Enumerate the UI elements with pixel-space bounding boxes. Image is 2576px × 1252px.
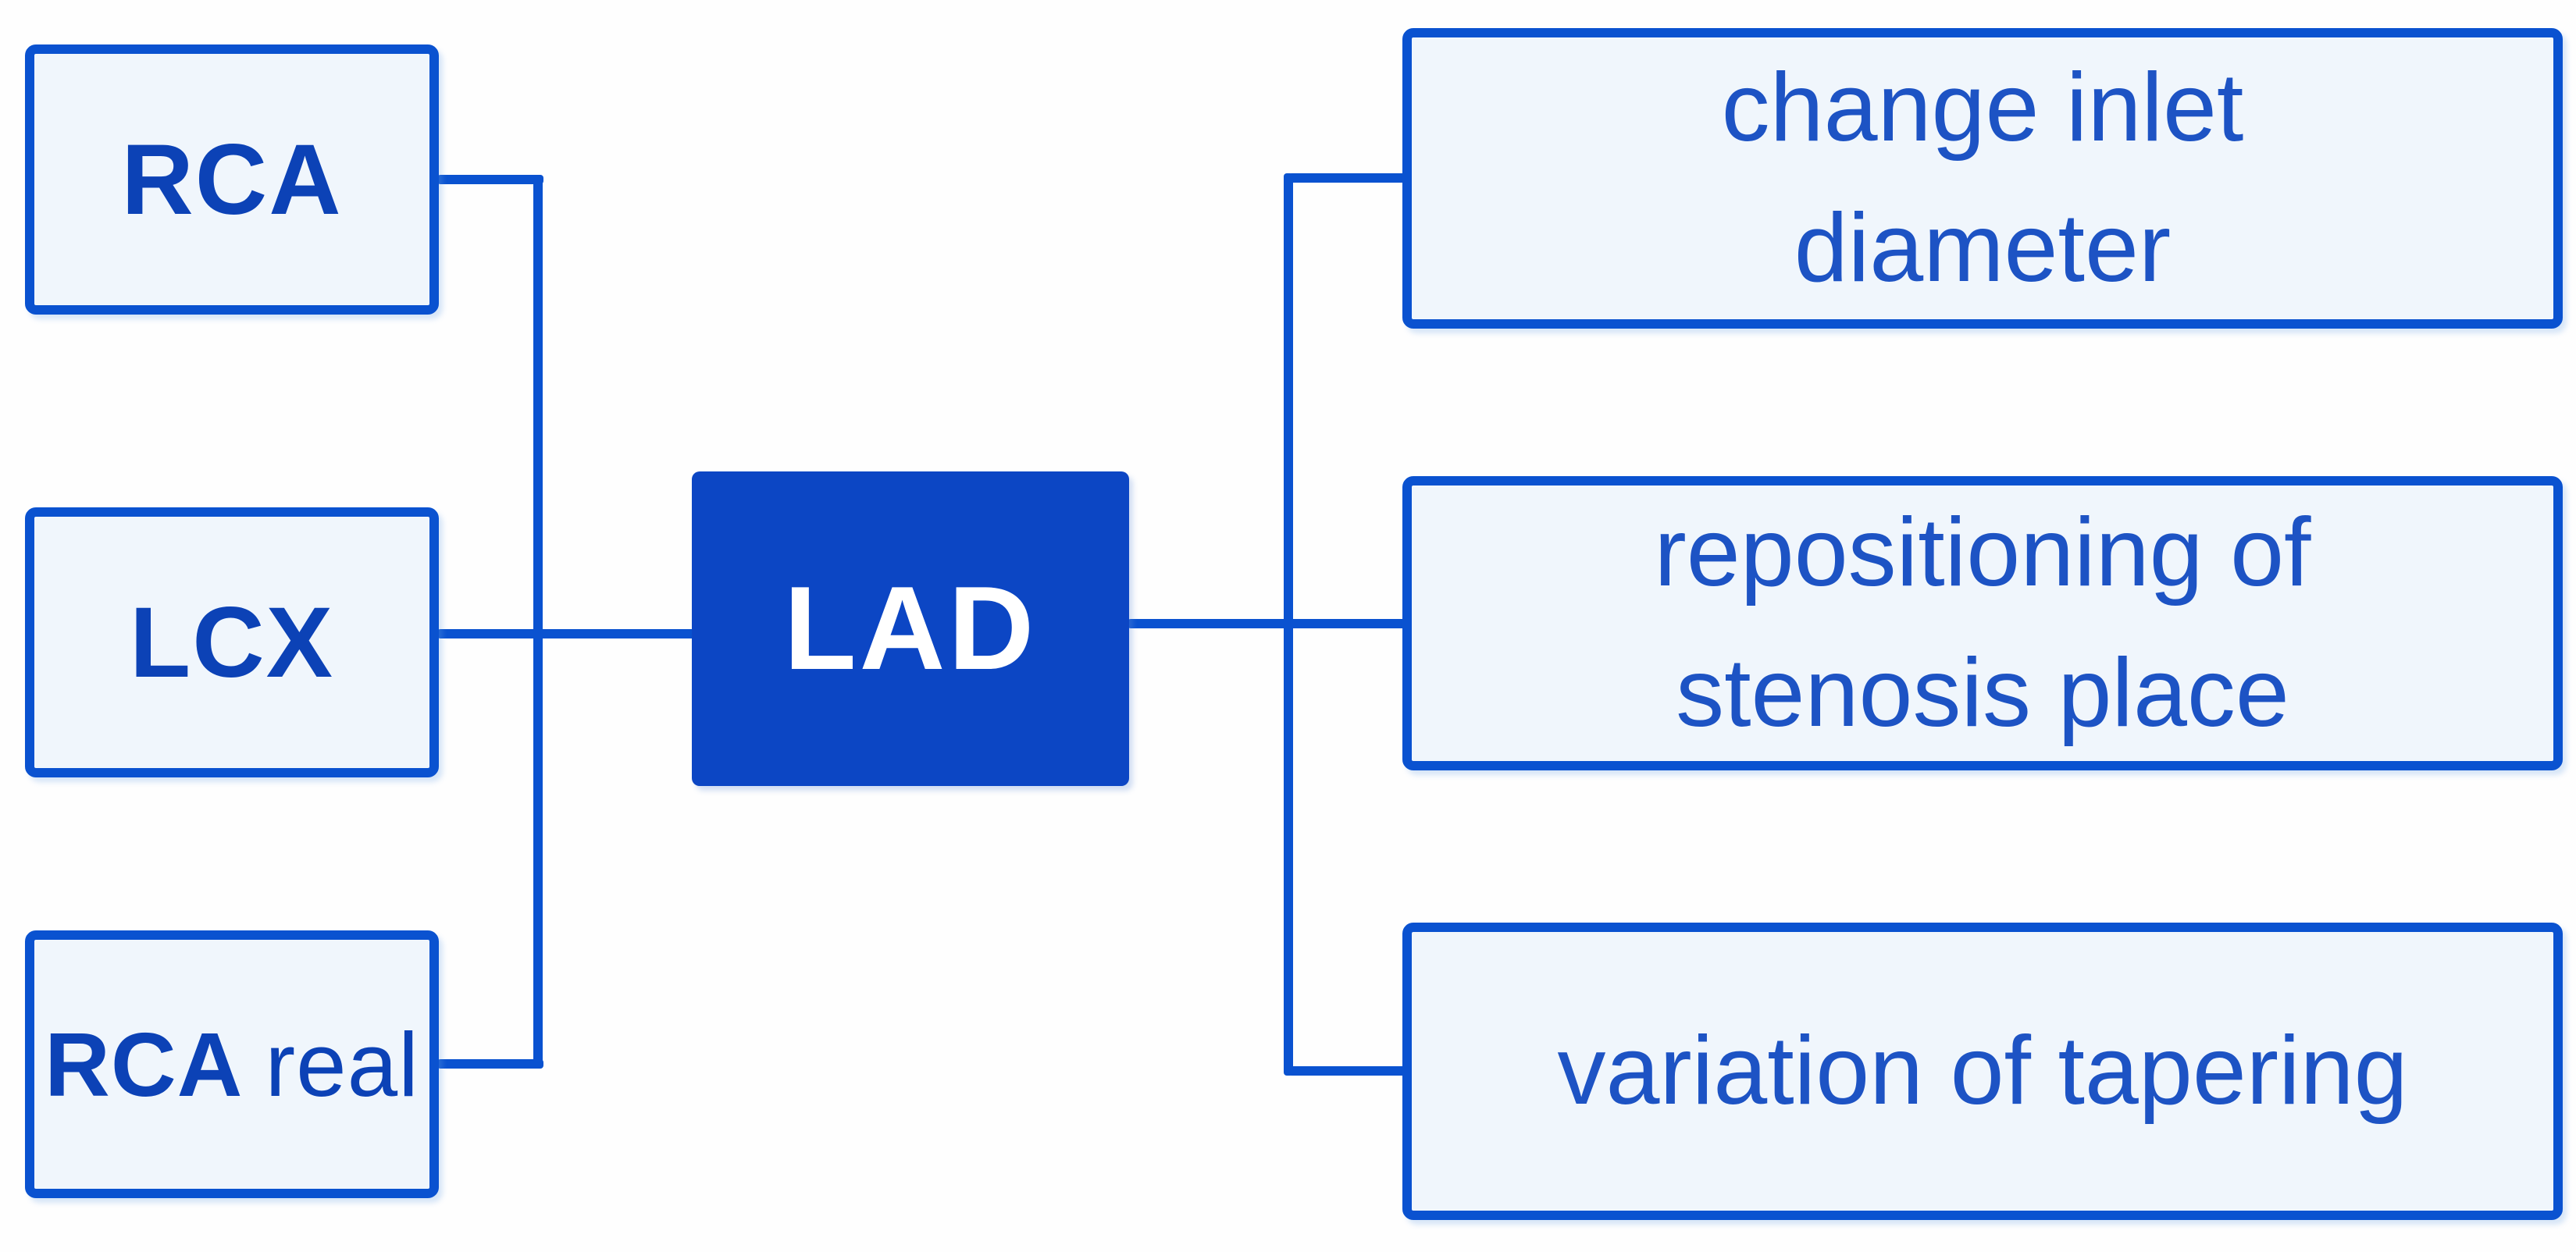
connector-lad-to-right-trunk: [1128, 619, 1406, 628]
connector-lcx-to-lad: [437, 629, 697, 638]
node-change-inlet-diameter: change inlet diameter: [1402, 28, 2563, 329]
node-lad-label: LAD: [783, 562, 1038, 695]
connector-rca-to-trunk: [437, 175, 543, 184]
connector-trunk-to-change-inlet-diameter: [1288, 173, 1406, 183]
connector-right-trunk-vertical: [1284, 173, 1293, 1076]
node-rca-label: RCA: [121, 123, 343, 236]
node-change-inlet-diameter-label: change inlet diameter: [1721, 53, 2244, 302]
node-lad: LAD: [692, 471, 1129, 786]
node-lcx: LCX: [25, 507, 439, 777]
node-repositioning-of-stenosis-place-label: repositioning of stenosis place: [1654, 498, 2311, 747]
connector-trunk-to-variation-of-tapering: [1288, 1066, 1406, 1076]
node-repositioning-of-stenosis-place: repositioning of stenosis place: [1402, 476, 2563, 770]
connector-rca-real-to-trunk: [437, 1059, 543, 1069]
node-rca-real: RCA real: [25, 930, 439, 1198]
node-lcx-label: LCX: [130, 586, 334, 699]
node-variation-of-tapering-label: variation of tapering: [1557, 1016, 2408, 1125]
node-rca-real-label-primary: RCA: [45, 1013, 244, 1115]
node-variation-of-tapering: variation of tapering: [1402, 923, 2563, 1220]
node-rca-real-label-secondary: real: [265, 1013, 419, 1115]
node-rca: RCA: [25, 44, 439, 315]
connector-left-trunk-vertical: [533, 175, 543, 1069]
